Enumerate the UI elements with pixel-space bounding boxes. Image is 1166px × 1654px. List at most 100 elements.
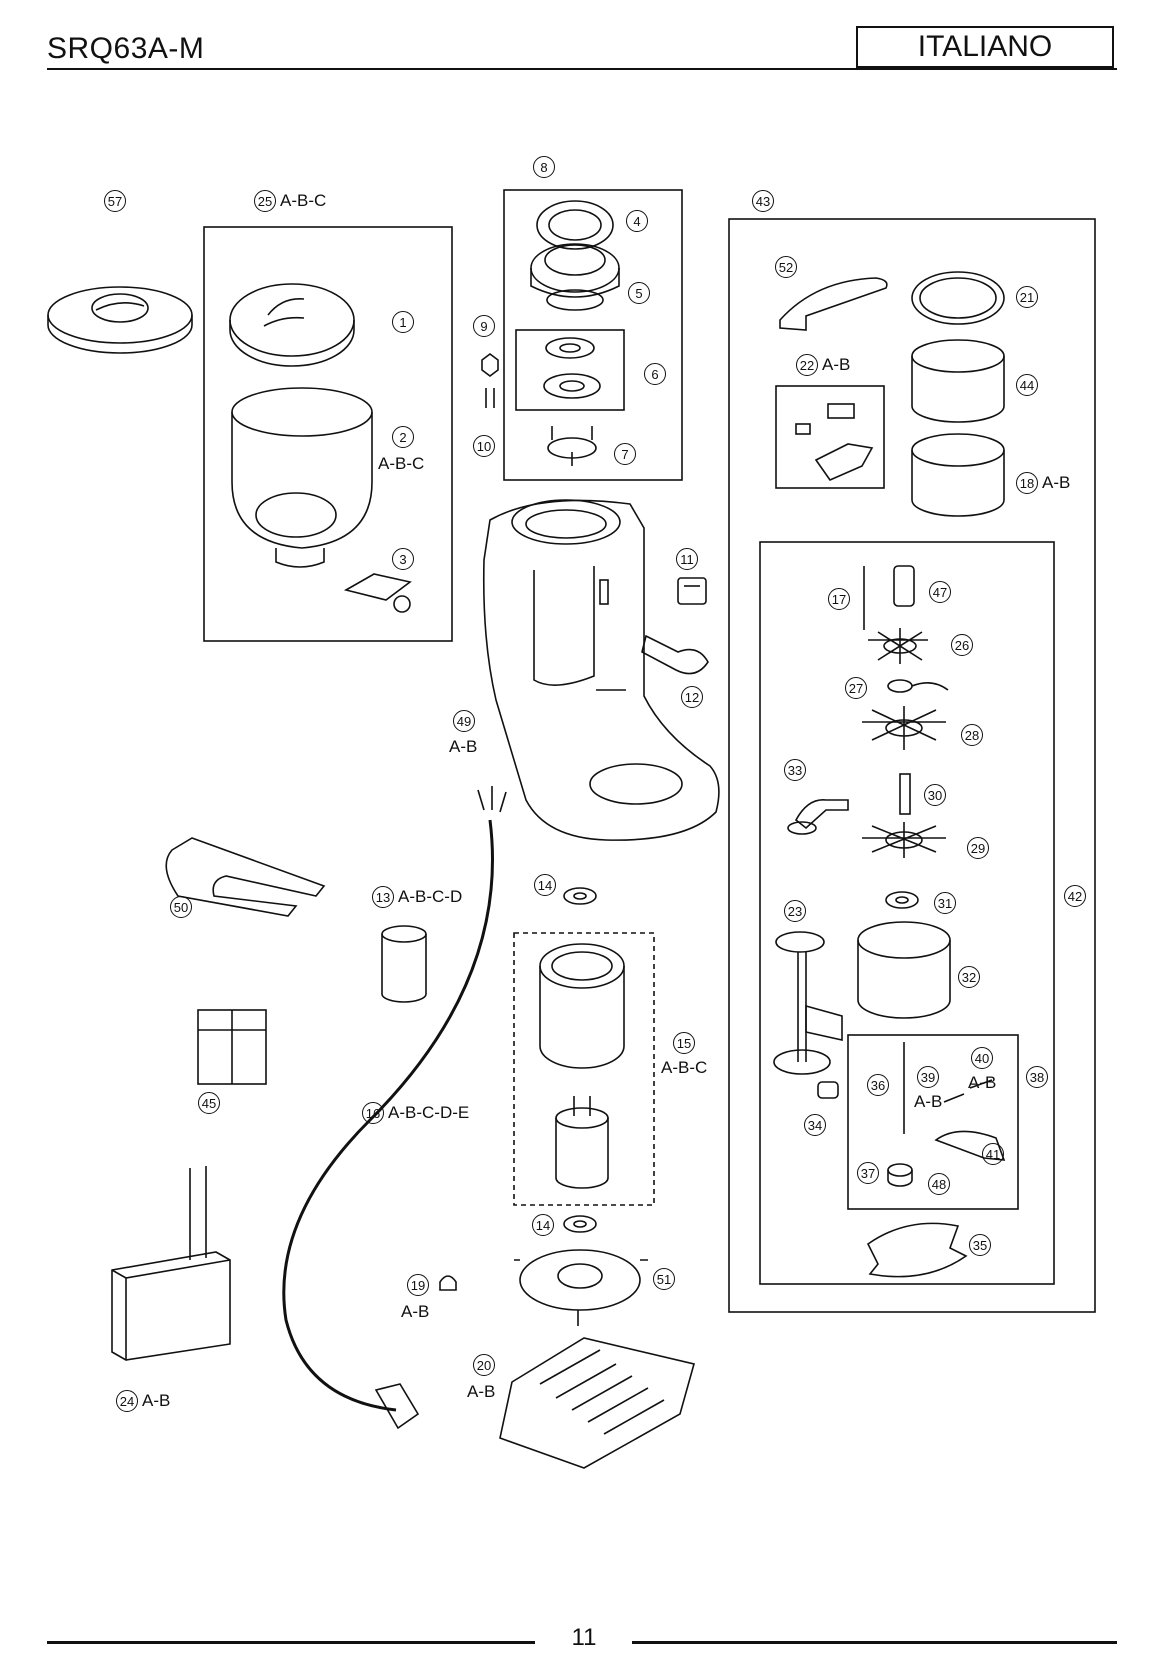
part-label-42: 42 (1064, 885, 1090, 907)
part-label-50: 50 (170, 896, 196, 918)
base-plate-drawing (866, 1222, 968, 1278)
washer-drawing (885, 891, 919, 909)
part-label-21: 21 (1016, 286, 1042, 308)
part-label-15: 15 (673, 1032, 695, 1054)
screw-spring-drawing (481, 353, 499, 408)
capacitor-drawing (381, 925, 427, 1003)
doser-body-drawing (857, 921, 951, 1019)
page-title: SRQ63A-M (47, 32, 205, 65)
group-box-switch-kit (775, 385, 885, 489)
part-label-11: 11 (676, 548, 702, 570)
part-label-45: 45 (198, 1092, 224, 1114)
part-label-34: 34 (804, 1114, 830, 1136)
group-box-doser (728, 218, 1096, 1313)
group-box-grind-adjust (503, 189, 683, 481)
part-label-32: 32 (958, 966, 984, 988)
slide-gate-drawing (343, 573, 412, 613)
part-label-43: 43 (752, 190, 778, 212)
part-label-37: 37 (857, 1162, 883, 1184)
contactor-drawing (197, 1009, 267, 1085)
part-label-52: 52 (775, 256, 801, 278)
part-label-44: 44 (1016, 374, 1042, 396)
part-label-20-suffix: A-B (467, 1382, 496, 1401)
doser-lid-drawing (779, 277, 888, 331)
power-cable-drawing (282, 786, 507, 1430)
part-label-6: 6 (644, 363, 670, 385)
part-label-23: 23 (784, 900, 810, 922)
motor-drawing (539, 943, 625, 1189)
bearing-top-drawing (563, 887, 597, 905)
part-label-17: 17 (828, 588, 854, 610)
part-label-31: 31 (934, 892, 960, 914)
doser-stars-drawing (862, 628, 946, 858)
part-label-1: 1 (392, 311, 418, 333)
part-label-28: 28 (961, 724, 987, 746)
grinder-body-drawing (482, 499, 720, 841)
pin-bush-drawing (863, 565, 915, 630)
switch-drawing (677, 577, 707, 605)
part-label-3: 3 (392, 548, 418, 570)
part-label-15-suffix: A-B-C (661, 1058, 708, 1077)
nut-drawing (887, 1163, 913, 1187)
part-label-20: 20 (473, 1354, 495, 1376)
group-box-doser-mechanism (759, 541, 1055, 1285)
doser-rings-drawing (911, 271, 1005, 517)
part-label-40: 40 (971, 1047, 993, 1069)
part-label-48: 48 (928, 1173, 954, 1195)
hopper-lid-drawing (229, 283, 355, 367)
dosing-rod-drawing (773, 931, 843, 1075)
microswitch-kit-drawing (795, 403, 874, 481)
part-label-26: 26 (951, 634, 977, 656)
part-label-9: 9 (473, 315, 499, 337)
bearing-bottom-drawing (563, 1215, 597, 1233)
motor-bracket-drawing (514, 1249, 648, 1326)
part-label-39: 39 (917, 1066, 939, 1088)
part-label-33: 33 (784, 759, 810, 781)
grind-adjust-drawing (530, 200, 620, 466)
part-label-57: 57 (104, 190, 130, 212)
footer-rule-right (632, 1641, 1117, 1644)
part-label-47: 47 (929, 581, 955, 603)
part-label-19: 19 (407, 1274, 429, 1296)
lid-57-drawing (47, 286, 193, 354)
wrench-drawing (641, 634, 709, 675)
lever-drawing (787, 799, 849, 835)
part-label-30: 30 (924, 784, 950, 806)
knob-drawing (817, 1081, 839, 1099)
header-rule (47, 68, 1117, 70)
page-number: 11 (571, 1624, 597, 1651)
language-label: ITALIANO (856, 26, 1114, 68)
part-label-7: 7 (614, 443, 640, 465)
cable-gland-drawing (439, 1275, 457, 1291)
plate-drawing (887, 679, 949, 693)
part-label-29: 29 (967, 837, 993, 859)
part-label-4: 4 (626, 210, 652, 232)
part-label-36: 36 (867, 1074, 893, 1096)
group-box-hopper (203, 226, 453, 642)
part-label-39-suffix: A-B (914, 1092, 943, 1111)
part-label-49: 49 (453, 710, 475, 732)
part-label-14-top: 14 (534, 874, 560, 896)
hopper-drawing (231, 387, 373, 568)
part-label-14-bottom: 14 (532, 1214, 558, 1236)
part-label-8: 8 (533, 156, 559, 178)
base-grille-drawing (499, 1337, 695, 1469)
part-label-19-suffix: A-B (401, 1302, 430, 1321)
part-label-2-suffix: A-B-C (378, 454, 425, 473)
portafilter-fork-drawing (165, 837, 326, 917)
group-box-burr-set (515, 329, 625, 411)
part-label-2: 2 (392, 426, 414, 448)
group-box-lever-kit (847, 1034, 1019, 1210)
part-label-5: 5 (628, 282, 654, 304)
part-label-41: 41 (982, 1143, 1008, 1165)
part-label-38: 38 (1026, 1066, 1052, 1088)
part-label-40-suffix: A-B (968, 1073, 997, 1092)
part-label-49-suffix: A-B (449, 737, 478, 756)
